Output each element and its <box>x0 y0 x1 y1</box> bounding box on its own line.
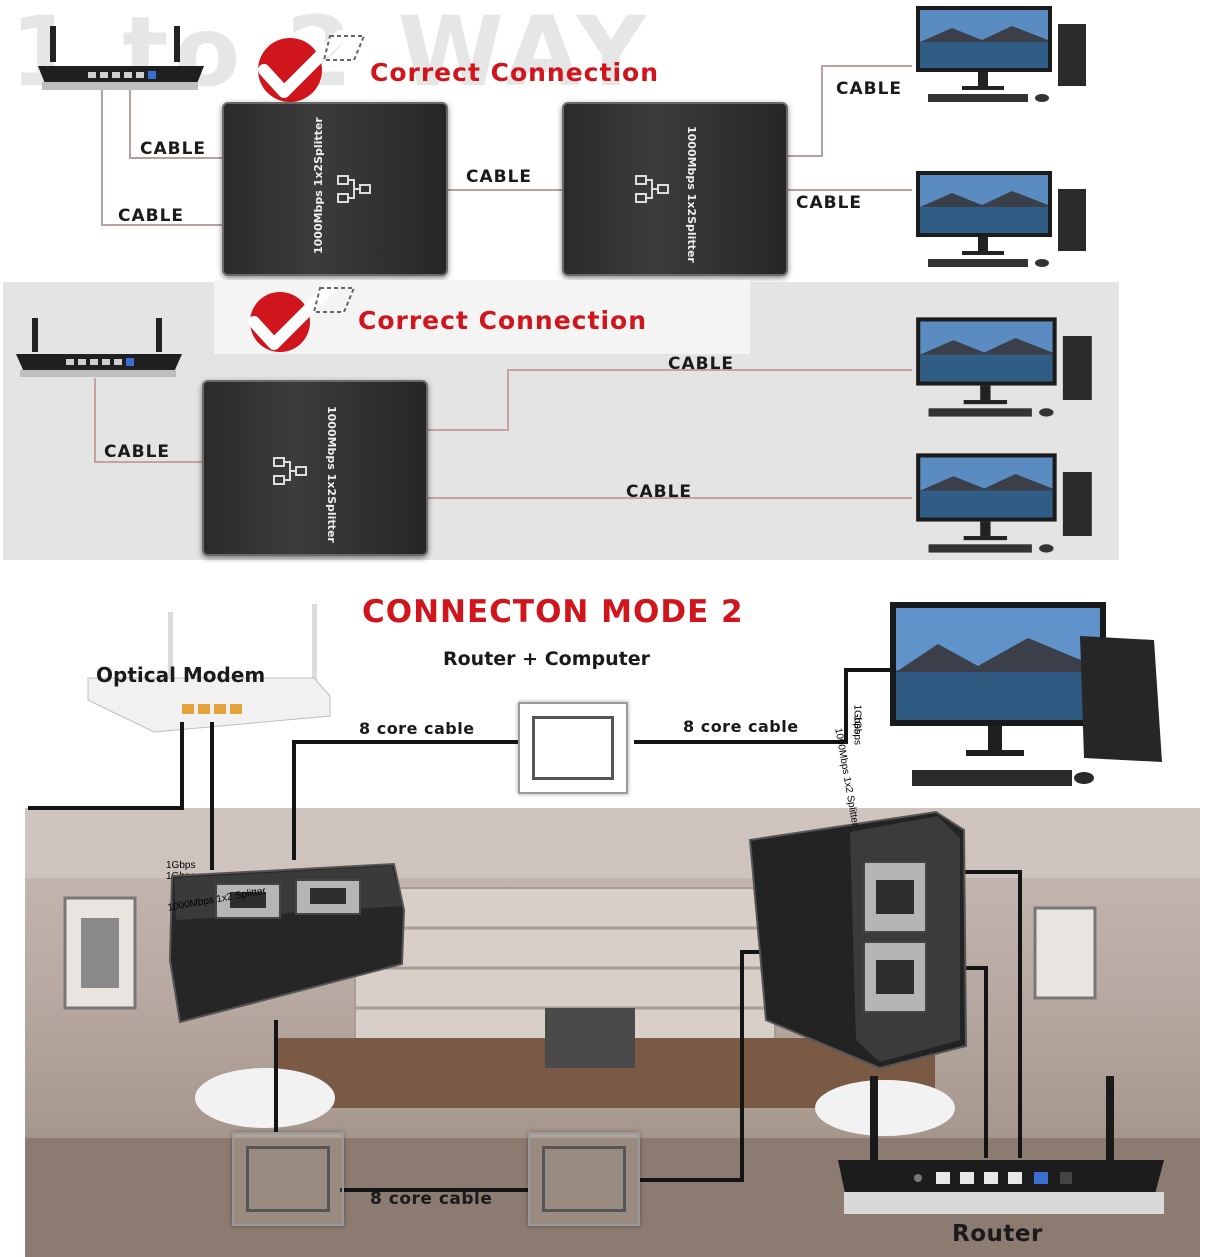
mode2-subtitle: Router + Computer <box>443 648 650 670</box>
splitter-device: 1Gbps 1Gbps 1000Mbps 1x2 Splitter <box>746 705 968 1070</box>
computer-icon <box>916 317 1092 417</box>
network-icon <box>337 175 371 203</box>
cable-label: CABLE <box>466 167 533 187</box>
cable-label: CABLE <box>668 354 735 374</box>
router-icon <box>838 1076 1164 1214</box>
cable-label: CABLE <box>796 193 863 213</box>
connection-lines <box>94 369 912 499</box>
correct-connection-label: Correct Connection <box>358 306 647 335</box>
check-badge-icon <box>248 282 356 352</box>
splitter-body-icon <box>748 810 968 1070</box>
rj45-coupler <box>528 1132 640 1226</box>
cable-label: CABLE <box>104 442 171 462</box>
splitter-body-icon <box>168 862 406 1024</box>
network-icon <box>635 175 669 203</box>
optical-modem-icon <box>87 604 331 733</box>
rj45-coupler <box>232 1132 344 1226</box>
computer-icon <box>916 6 1086 102</box>
computer-icon <box>916 453 1092 553</box>
modem-label: Optical Modem <box>96 663 266 687</box>
port-label: 1Gbps <box>166 860 196 871</box>
router-label: Router <box>952 1221 1043 1247</box>
rj45-coupler <box>518 702 628 794</box>
check-badge-icon <box>258 30 366 102</box>
cable-label: 8 core cable <box>359 719 475 738</box>
network-icon <box>273 457 307 485</box>
computer-icon <box>890 602 1162 786</box>
splitter-device: 1000Mbps 1x2Splitter <box>202 380 428 556</box>
splitter-device: 1000Mbps 1x2Splitter <box>222 102 448 276</box>
cable-label: CABLE <box>626 482 693 502</box>
cable-label: 8 core cable <box>683 717 799 736</box>
cable-label: CABLE <box>836 79 903 99</box>
splitter-device: 1000Mbps 1x2Splitter <box>562 102 788 276</box>
computer-icon <box>916 171 1086 267</box>
correct-connection-label: Correct Connection <box>370 58 659 87</box>
mode2-title: CONNECTON MODE 2 <box>362 594 744 630</box>
cable-label: 8 core cable <box>370 1189 493 1209</box>
connection-lines <box>101 65 912 226</box>
router-icon <box>16 318 182 377</box>
coupler-frame <box>532 716 614 780</box>
coupler-frame <box>246 1146 330 1212</box>
cable-label: CABLE <box>118 206 185 226</box>
router-icon <box>38 26 204 90</box>
cable-label: CABLE <box>140 139 207 159</box>
coupler-frame <box>542 1146 626 1212</box>
splitter-device: 1Gbps 1Gbps 1000Mbps 1x2 Splitter <box>166 860 406 1024</box>
